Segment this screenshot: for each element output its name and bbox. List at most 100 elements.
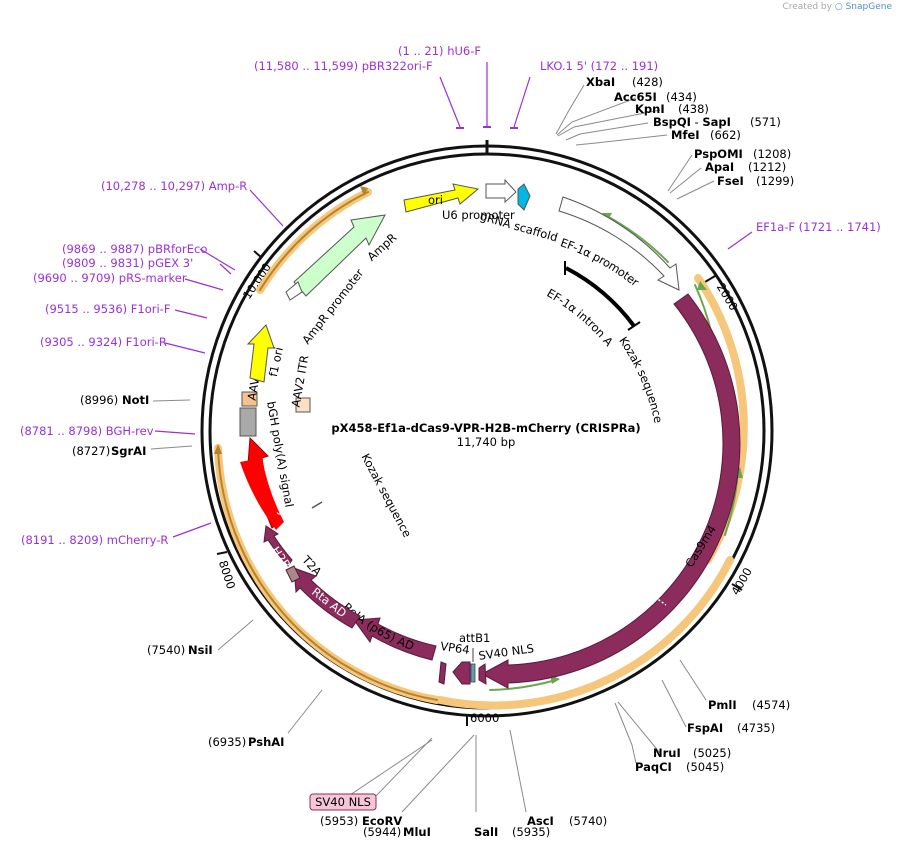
enzyme-line-noti	[152, 399, 191, 402]
orf-arrow-ampr	[259, 191, 369, 291]
enzyme-name-pspomi: PspOMI	[694, 147, 743, 161]
feature-label-f1-ori: f1 ori	[266, 346, 286, 378]
enzyme-name-ecorv: EcoRV	[362, 814, 402, 828]
enzyme-line-apai	[669, 167, 702, 194]
feature-small-mark	[438, 661, 447, 685]
primer-label-mcherryr: (8191 .. 8209) mCherry-R	[21, 533, 168, 547]
feature-rela-ad[interactable]	[353, 617, 437, 661]
enzyme-pos-pmli: (4574)	[752, 698, 790, 712]
position-ticks	[216, 250, 743, 726]
enzyme-line-mlui	[401, 734, 475, 813]
tick-mark-4000	[731, 583, 743, 591]
feature-bgh-polya[interactable]	[239, 407, 257, 437]
feature-sv40-nls[interactable]	[478, 663, 487, 685]
enzyme-asci: AscI(5740)	[527, 814, 607, 828]
enzyme-line-pspomi	[667, 154, 693, 192]
primer-label-f1orir: (9305 .. 9324) F1ori-R	[40, 335, 167, 349]
enzyme-line-bspqi	[565, 122, 649, 141]
snapgene-brand: SnapGene	[845, 2, 892, 12]
sv40-nls-box-leader	[375, 737, 433, 797]
tick-label-6000: 6000	[470, 711, 499, 725]
feature-grna-scaffold[interactable]	[517, 183, 531, 211]
feature-ori[interactable]	[403, 183, 480, 213]
enzyme-name-bspqi: BspQI	[653, 115, 691, 129]
primer-label-hu6: (1 .. 21) hU6-F	[398, 44, 481, 58]
enzyme-line-paqci	[614, 702, 637, 764]
enzyme-lines	[150, 84, 715, 813]
feature-ampr-promoter[interactable]	[285, 281, 303, 301]
feature-h2b[interactable]	[263, 525, 293, 567]
feature-t2a[interactable]	[285, 565, 301, 583]
tick-mark-8000	[216, 551, 228, 555]
enzyme-pos-fsei: (1299)	[756, 174, 794, 188]
sv40-nls-box[interactable]	[309, 793, 377, 811]
primer-label-bghrev: (8781 .. 8798) BGH-rev	[20, 424, 154, 438]
primer-label-ampr: (10,278 .. 10,297) Amp-R	[101, 179, 247, 193]
enzyme-nsii: (7540)NsiI	[147, 643, 213, 657]
feature-u6-promoter[interactable]	[485, 178, 517, 204]
primer-markers	[154, 62, 753, 538]
enzyme-apai: ApaI (1212)	[705, 160, 786, 174]
enzyme-kpni: KpnI(438)	[635, 102, 709, 116]
created-by-label: Created by	[782, 2, 832, 12]
enzyme-name-apai: ApaI	[705, 160, 734, 174]
enzyme-pos-asci: (5740)	[569, 814, 607, 828]
primer-line-pbrforeco	[199, 248, 236, 271]
primer-label-pbr322ori: (11,580 .. 11,599) pBR322ori-F	[254, 59, 433, 73]
enzyme-ecorv: (5953) EcoRV	[320, 814, 402, 828]
primer-line-prs	[184, 278, 224, 291]
enzyme-pos-paqci: (5045)	[686, 760, 724, 774]
feature-ampr[interactable]	[293, 214, 386, 297]
enzyme-name-mfei: MfeI	[671, 128, 700, 142]
feature-ef1a-promoter[interactable]	[558, 196, 680, 291]
feature-aav2-itr-right[interactable]	[295, 397, 311, 413]
tick-mark-2000	[704, 275, 716, 283]
enzyme-name-sali: SalI	[474, 825, 498, 839]
sv40-nls-box-label: SV40 NLS	[315, 795, 371, 809]
enzyme-paqci: PaqCI (5045)	[635, 760, 724, 774]
feature-label-attb1: attB1	[459, 631, 490, 645]
enzyme-nrui: NruI (5025)	[653, 746, 731, 760]
primer-line-pgex	[219, 263, 232, 275]
orf-band-cas9-lower	[436, 556, 734, 710]
enzyme-line-pshai	[287, 689, 323, 734]
enzyme-pos-mlui: (5944)	[363, 825, 401, 839]
enzyme-name-nrui: NruI	[653, 746, 681, 760]
enzyme-name-noti: NotI	[122, 393, 149, 407]
enzyme-name-fsei: FseI	[717, 174, 744, 188]
feature-attb1[interactable]	[470, 663, 476, 683]
snapgene-logo-icon: ○	[834, 2, 843, 12]
feature-label-kozak-1: Kozak sequence	[616, 334, 665, 424]
enzyme-line-fsei	[676, 180, 715, 200]
enzyme-name-pshai: PshAI	[248, 735, 284, 749]
feature-label-h2b: H2B	[269, 544, 294, 572]
enzyme-pos-apai: (1212)	[748, 160, 786, 174]
feature-vp64[interactable]	[452, 661, 471, 685]
feature-ef1a-intron[interactable]	[565, 266, 636, 328]
orf-arrowhead-ampr	[360, 186, 368, 196]
enzyme-pos-pspomi: (1208)	[753, 147, 791, 161]
cas9-junction-mark-1	[673, 290, 691, 301]
enzyme-pmli: PmlI (4574)	[708, 698, 790, 712]
enzyme-pos-nrui: (5025)	[693, 746, 731, 760]
enzyme-sali: SalI(5935)	[474, 825, 550, 839]
enzyme-mfei: MfeI (662)	[671, 128, 741, 142]
enzyme-sgrai: (8727)SgrAI	[72, 444, 146, 458]
primer-label-f1orif: (9515 .. 9536) F1ori-F	[45, 302, 170, 316]
enzyme-line-ecorv	[349, 739, 433, 796]
feature-f1-ori[interactable]	[246, 324, 275, 383]
feature-cas9m4[interactable]	[480, 293, 741, 689]
enzyme-pos-ecorv: (5953)	[320, 814, 358, 828]
enzyme-fsei: FseI (1299)	[717, 174, 794, 188]
plasmid-title: pX458-Ef1a-dCas9-VPR-H2B-mCherry (CRISPR…	[331, 421, 640, 435]
enzyme-name-sgrai: SgrAI	[111, 444, 146, 458]
enzyme-name-paqci: PaqCI	[635, 760, 672, 774]
primer-line-lko	[513, 76, 531, 128]
enzyme-fspai: FspAI(4735)	[687, 721, 775, 735]
feature-aav2-itr-left[interactable]	[241, 391, 258, 407]
enzyme-pos-mfei: (662)	[710, 128, 741, 142]
enzyme-pos-xbai: (428)	[632, 75, 663, 89]
enzyme-pos-fspai: (4735)	[737, 721, 775, 735]
enzyme-name-kpni: KpnI	[635, 102, 665, 116]
enzyme-name-pmli: PmlI	[708, 698, 737, 712]
